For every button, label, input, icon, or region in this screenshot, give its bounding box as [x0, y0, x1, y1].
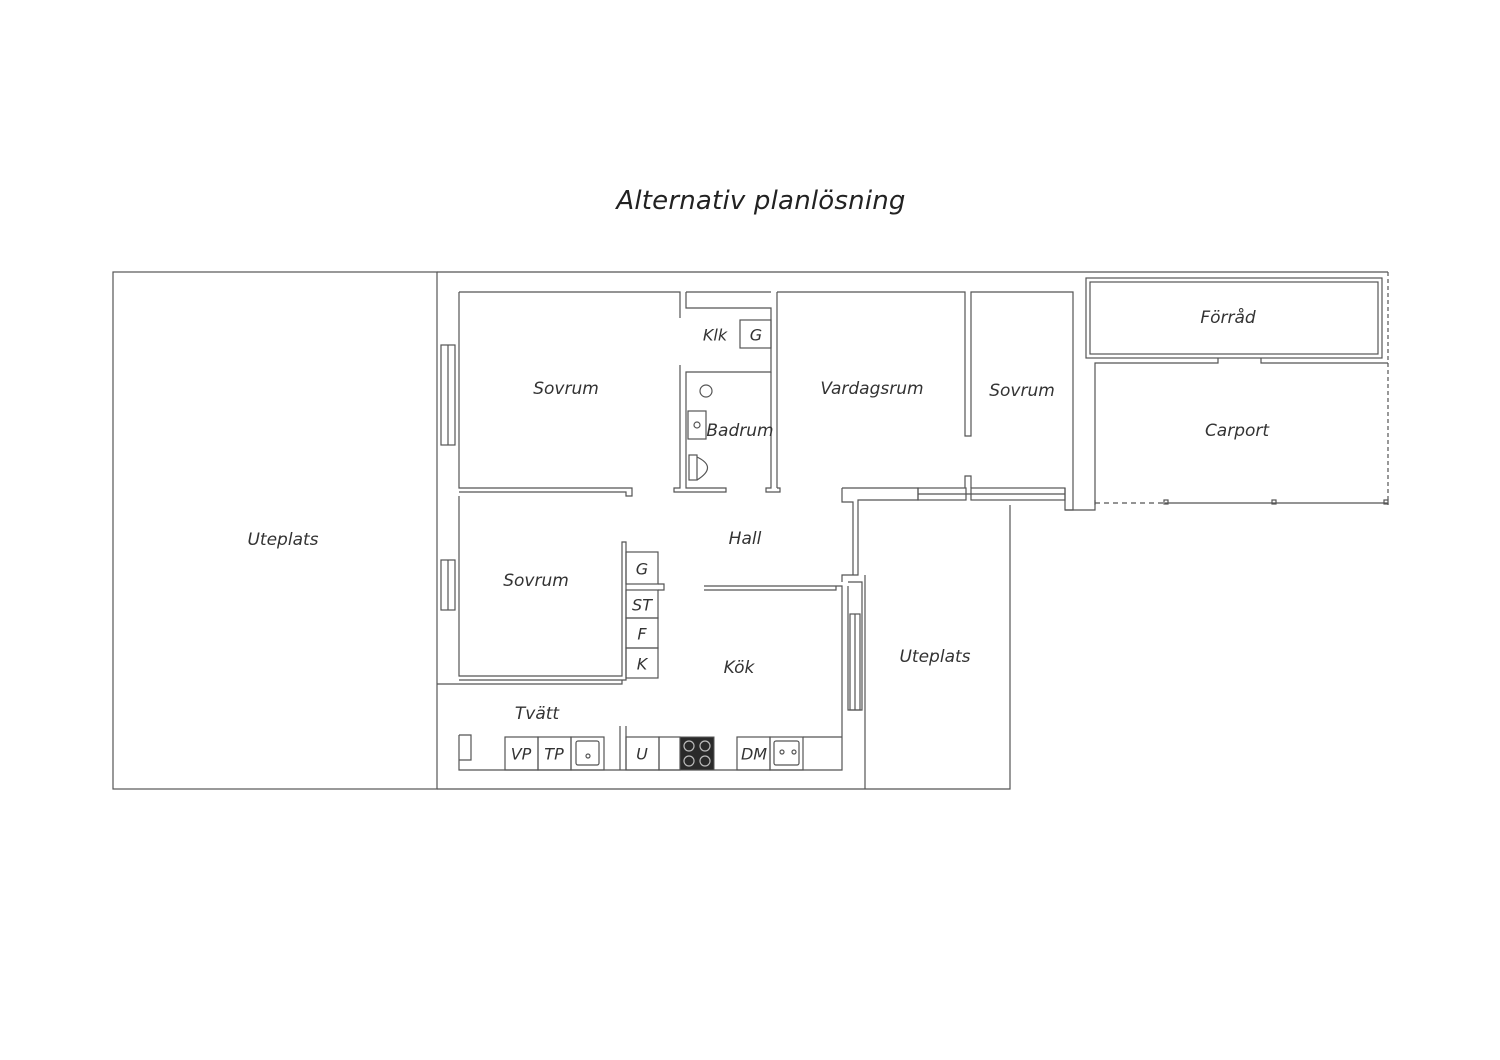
- label-sovrum-3: Sovrum: [989, 381, 1055, 401]
- counter-row: [459, 734, 472, 761]
- forrad-inner: [1089, 281, 1379, 355]
- label-klk: Klk: [702, 325, 728, 345]
- storage-k-box: [625, 647, 659, 679]
- carport-post: [1163, 499, 1169, 505]
- label-k: K: [636, 654, 648, 674]
- kok-sink-box: [769, 736, 804, 771]
- counter-box: [658, 736, 681, 771]
- tvatt-sink-box: [570, 736, 605, 771]
- label-carport: Carport: [1204, 421, 1270, 441]
- tvatt-wall: [437, 680, 623, 685]
- storage-g-box: [625, 551, 659, 585]
- label-st: ST: [632, 595, 652, 615]
- label-kok: Kök: [723, 658, 755, 678]
- label-tvatt: Tvätt: [514, 704, 560, 724]
- stove-icon: [679, 736, 715, 771]
- label-klk-g: G: [749, 325, 763, 345]
- label-hall: Hall: [728, 529, 762, 549]
- label-u: U: [636, 744, 648, 764]
- label-tp: TP: [544, 744, 564, 764]
- sovrum-1-walls: [459, 291, 681, 318]
- label-badrum: Badrum: [706, 421, 774, 441]
- label-sovrum-2: Sovrum: [503, 571, 569, 591]
- uteplats-right-outline: [865, 505, 1011, 790]
- label-vardagsrum: Vardagsrum: [820, 379, 924, 399]
- label-uteplats-right: Uteplats: [899, 647, 971, 667]
- carport-top: [1260, 358, 1388, 364]
- label-dm: DM: [740, 744, 768, 764]
- label-vp: VP: [510, 744, 532, 764]
- carport-post: [1271, 499, 1277, 505]
- label-forrad: Förråd: [1200, 308, 1256, 328]
- toilet-icon: [688, 454, 698, 481]
- label-f: F: [637, 624, 647, 644]
- label-sovrum-1: Sovrum: [533, 379, 599, 399]
- carport-outline: [1094, 358, 1219, 505]
- uteplats-left-outline: [112, 271, 438, 790]
- hall-entry-wall: [841, 487, 919, 582]
- vardagsrum-walls: [777, 291, 1074, 511]
- carport-post: [1383, 499, 1389, 505]
- sink-icon: [687, 410, 707, 440]
- plan-title: Alternativ planlösning: [616, 186, 906, 216]
- klk-g-box: [739, 319, 772, 349]
- shower-icon: [699, 384, 713, 398]
- forrad-outline: [1085, 277, 1383, 359]
- kok-walls: [458, 585, 843, 771]
- label-hall-g: G: [635, 559, 649, 579]
- badrum-walls: [673, 365, 765, 493]
- label-uteplats-left: Uteplats: [247, 530, 319, 550]
